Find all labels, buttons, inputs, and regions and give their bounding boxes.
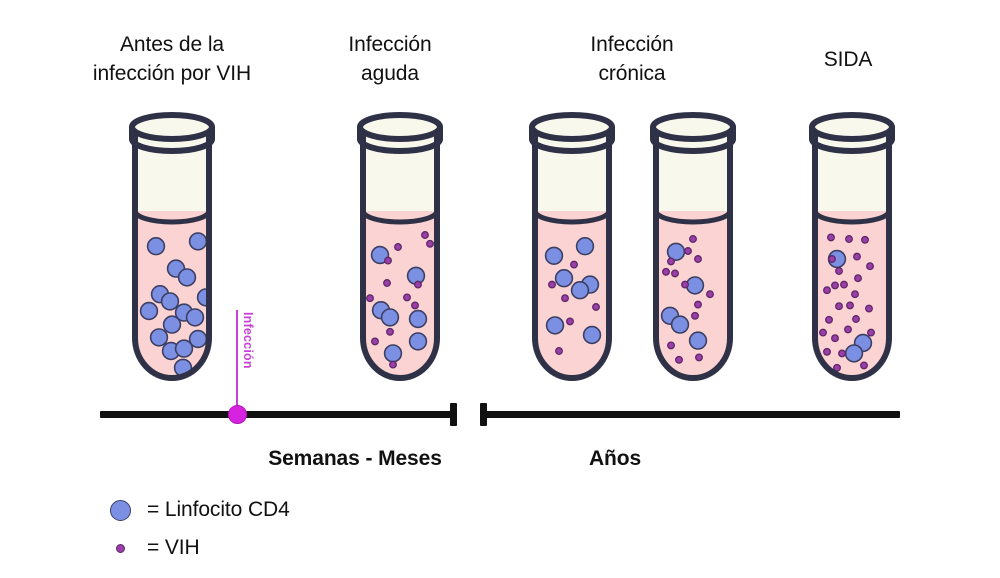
legend-row-hiv: = VIH [103,536,200,560]
test-tube [354,112,446,385]
axis-label-weeks-months: Semanas - Meses [268,447,442,470]
legend-label-cd4: = Linfocito CD4 [147,498,290,521]
stage-title-chronic: Infección crónica [590,33,674,85]
infection-marker-line [236,310,238,415]
legend-row-cd4: = Linfocito CD4 [103,498,290,522]
test-tube [647,112,739,385]
hiv-virus-dot-icon [103,543,137,553]
cd4-cell-dot-icon [103,499,137,521]
axis-label-years: Años [588,447,642,470]
stage-title-pre-infection: Antes de la infección por VIH [92,33,252,85]
stage-title-aids: SIDA [823,48,873,71]
timeline-segment-years [483,411,900,418]
timeline-segment-weeks-months [100,411,455,418]
stage-title-acute: Infección aguda [348,33,432,85]
infection-marker-dot [228,405,247,424]
legend-label-hiv: = VIH [147,536,200,559]
timeline-endcap-left-right [450,403,457,426]
test-tube [126,112,218,385]
test-tube [806,112,898,385]
infection-marker-label: Infección [241,312,255,369]
test-tube [526,112,618,385]
